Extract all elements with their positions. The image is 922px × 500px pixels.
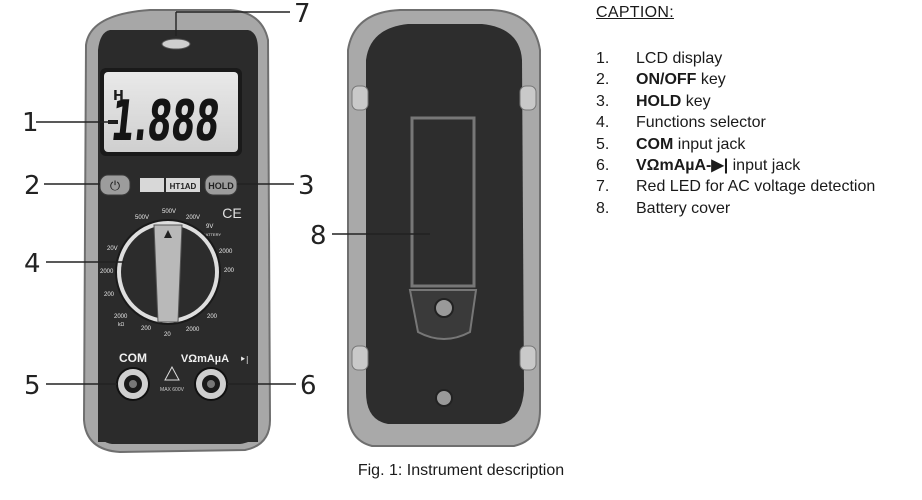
com-input-jack[interactable] bbox=[116, 367, 150, 401]
caption-item-number: 8. bbox=[596, 199, 610, 217]
callout-4: 4 bbox=[24, 249, 41, 279]
callout-7: 7 bbox=[294, 0, 311, 29]
caption-item-number: 2. bbox=[596, 71, 610, 89]
caption-item-text: Battery cover bbox=[636, 199, 731, 217]
dial-label-500v-dc: 500V bbox=[162, 209, 176, 215]
diode-icon: ⯈| bbox=[239, 355, 248, 364]
caption-item-bold: COM bbox=[636, 135, 674, 153]
caption-item: 4. Functions selector bbox=[596, 112, 922, 133]
on-off-key[interactable] bbox=[99, 174, 131, 196]
figure-caption: Fig. 1: Instrument description bbox=[357, 462, 565, 479]
dial-label-2000m-right: 2000 bbox=[219, 249, 233, 255]
battery-cover[interactable] bbox=[408, 116, 478, 340]
caption-item: 1. LCD display bbox=[596, 48, 922, 69]
caption-item-number: 3. bbox=[596, 92, 610, 110]
caption-item-number: 6. bbox=[596, 157, 610, 175]
caption-item-text: input jack bbox=[728, 157, 801, 175]
caption-item-bold: ON/OFF bbox=[636, 71, 697, 89]
caption-item-text: Red LED for AC voltage detection bbox=[636, 178, 876, 196]
dial-label-200k-bottom: 200 bbox=[141, 326, 152, 332]
lcd-hold-indicator: H bbox=[113, 89, 124, 104]
battery-cover-screw bbox=[434, 298, 454, 318]
red-led bbox=[161, 38, 191, 50]
v-input-jack[interactable] bbox=[194, 367, 228, 401]
selector-pointer-icon bbox=[164, 230, 172, 238]
lcd-display: H 1.888 bbox=[100, 68, 242, 156]
ce-mark: CE bbox=[222, 205, 241, 221]
meter-back bbox=[347, 9, 541, 447]
caption-item-bold: VΩmAµA-▶| bbox=[636, 157, 729, 175]
dial-label-2000-left: 2000 bbox=[100, 269, 114, 275]
caption-panel: CAPTION: 1. LCD display 2. ON/OFF key 3. HO… bbox=[596, 4, 922, 219]
v-jack-label: VΩmAµA bbox=[181, 353, 229, 365]
caption-item-number: 1. bbox=[596, 50, 610, 67]
model-label: HT1AD bbox=[170, 182, 197, 191]
callout-3: 3 bbox=[298, 171, 315, 201]
jack-panel: COM VΩmAµA ⯈| MAX 600V bbox=[98, 350, 258, 442]
dial-label-200-right: 200 bbox=[207, 314, 218, 320]
caption-item: 2. ON/OFF key bbox=[596, 69, 922, 90]
caption-item: 8. Battery cover bbox=[596, 198, 922, 219]
callouts: 1 2 3 4 5 6 7 8 bbox=[22, 0, 430, 401]
caption-item-bold: HOLD bbox=[636, 92, 682, 110]
caption-item-number: 4. bbox=[596, 114, 610, 132]
com-jack-label: COM bbox=[119, 351, 147, 365]
dial-label-200m-right: 200 bbox=[224, 268, 235, 274]
dial-label-kohm: kΩ bbox=[118, 322, 125, 328]
callout-6: 6 bbox=[300, 371, 317, 401]
callout-5: 5 bbox=[24, 371, 41, 401]
dial-label-9v: 9V bbox=[206, 224, 213, 230]
function-selector[interactable] bbox=[115, 219, 221, 325]
hold-key-label: HOLD bbox=[208, 181, 234, 191]
dial-label-20v: 20V bbox=[107, 246, 118, 252]
warning-icon bbox=[164, 365, 180, 381]
lcd-digits: 1.888 bbox=[108, 89, 223, 154]
warning-text: MAX 600V bbox=[160, 387, 185, 393]
caption-item: 7. Red LED for AC voltage detection bbox=[596, 176, 922, 197]
key-row: ⏻ HT1AD HOLD bbox=[99, 174, 238, 196]
callout-1: 1 bbox=[22, 108, 39, 138]
caption-item-text: Functions selector bbox=[636, 114, 766, 132]
caption-item-text: input jack bbox=[673, 135, 746, 153]
callout-2: 2 bbox=[24, 171, 41, 201]
power-icon: ⏻ bbox=[110, 179, 120, 194]
caption-title: CAPTION: bbox=[596, 4, 674, 21]
hold-key[interactable] bbox=[204, 174, 238, 196]
caption-item-text: LCD display bbox=[636, 50, 723, 67]
caption-list: 1. LCD display 2. ON/OFF key 3. HOLD key 4.… bbox=[596, 48, 922, 219]
caption-item: 3. HOLD key bbox=[596, 91, 922, 112]
caption-item-text: key bbox=[696, 71, 726, 89]
caption-item-number: 7. bbox=[596, 178, 610, 196]
callout-8: 8 bbox=[310, 221, 327, 251]
caption-item: 6. VΩmAµA-▶| input jack bbox=[596, 155, 922, 176]
dial-label-200v-ac: 200V bbox=[186, 215, 200, 221]
back-screw bbox=[435, 389, 453, 407]
caption-item-text: key bbox=[681, 92, 711, 110]
caption-item: 5. COM input jack bbox=[596, 134, 922, 155]
dial-labels: 500V 500V 200V 9V BATTERY 20V 2000 200 2… bbox=[100, 209, 235, 338]
dial-label-battery: BATTERY bbox=[203, 232, 221, 237]
dial-label-500v-ac: 500V bbox=[135, 215, 149, 221]
caption-item-number: 5. bbox=[596, 135, 610, 153]
meter-front: H 1.888 ⏻ HT1AD HOLD CE 500V 500V 200V 9… bbox=[82, 9, 272, 454]
dial-label-2000-bottom: 2000 bbox=[186, 327, 200, 333]
dial-label-2000k-left: 2000 bbox=[114, 314, 128, 320]
dial-label-200-left: 200 bbox=[104, 292, 115, 298]
dial-label-20k-bottom: 20 bbox=[164, 332, 171, 338]
